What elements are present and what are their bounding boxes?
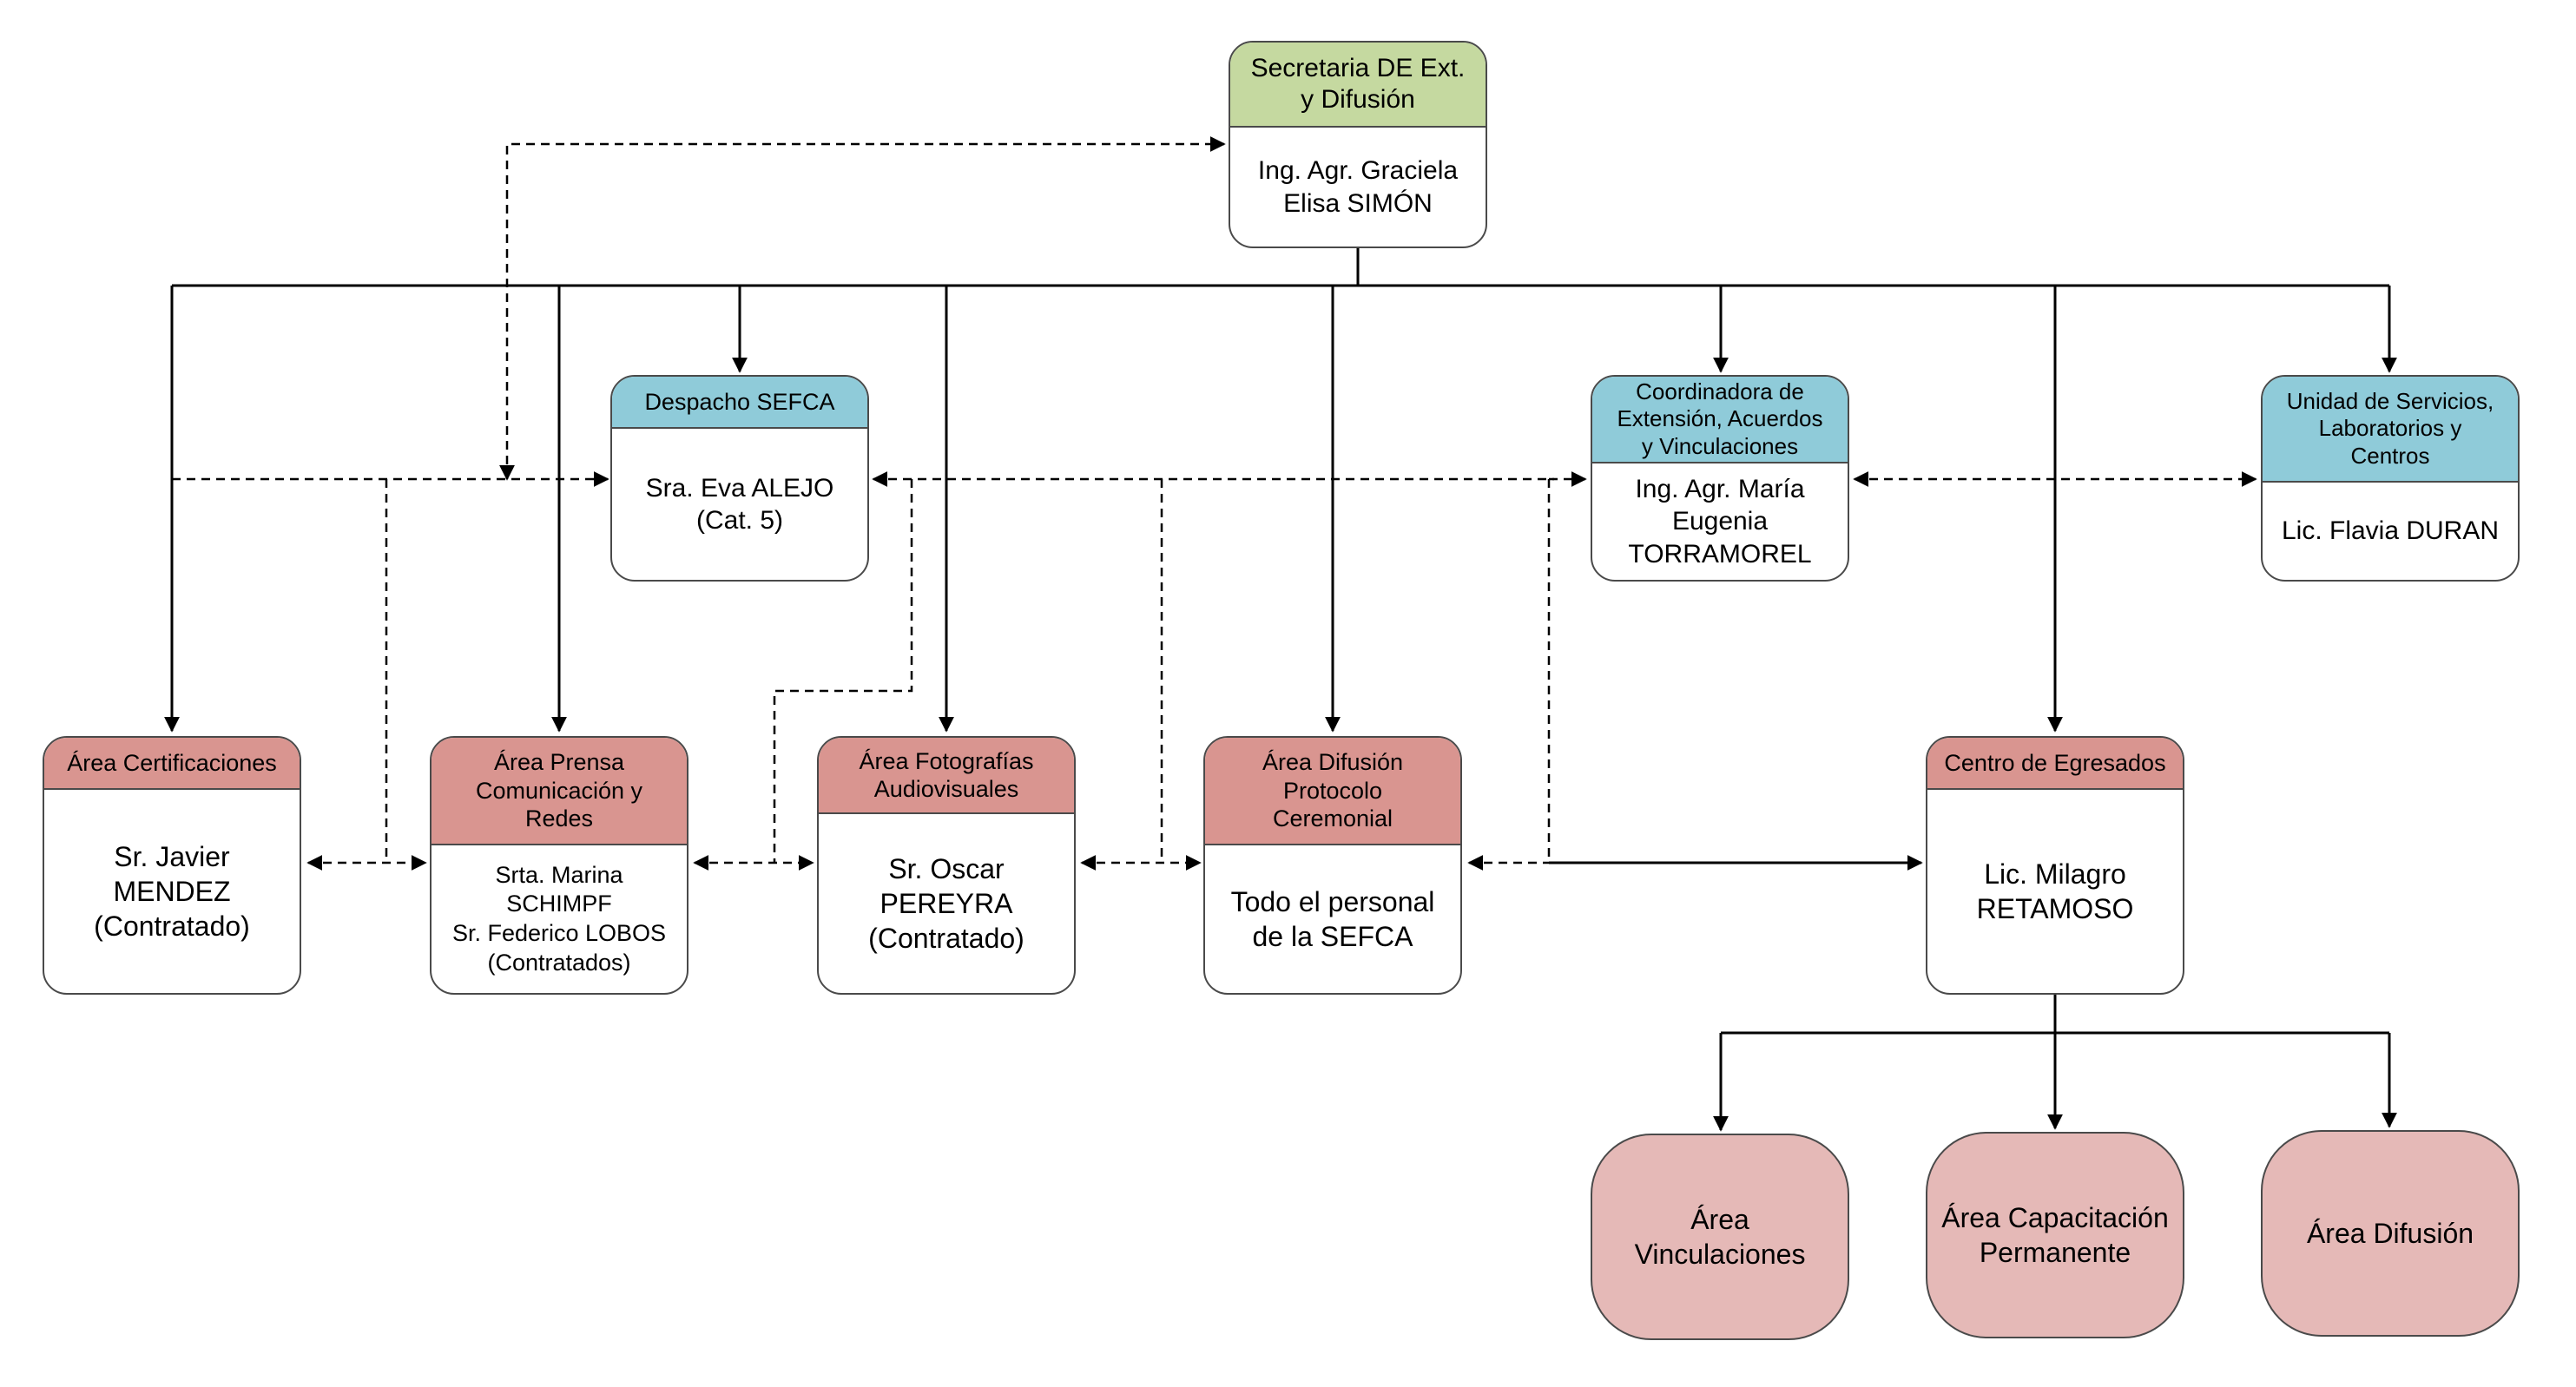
coordinadora-box: Coordinadora de Extensión, Acuerdos y Vi… <box>1591 375 1849 582</box>
area-certificaciones-person: Sr. Javier MENDEZ (Contratado) <box>94 841 250 942</box>
despacho-box: Despacho SEFCA Sra. Eva ALEJO (Cat. 5) <box>610 375 869 582</box>
coordinadora-person: Ing. Agr. María Eugenia TORRAMOREL <box>1628 474 1812 569</box>
hierarchy-lines <box>164 248 2397 1132</box>
area-difusion-protocolo-title: Área Difusión Protocolo Ceremonial <box>1205 738 1460 845</box>
area-certificaciones-box: Área Certificaciones Sr. Javier MENDEZ (… <box>43 736 301 995</box>
despacho-person: Sra. Eva ALEJO (Cat. 5) <box>645 473 834 536</box>
unidad-servicios-title: Unidad de Servicios, Laboratorios y Cent… <box>2263 377 2518 483</box>
sub-area-difusion: Área Difusión <box>2261 1130 2520 1337</box>
secretaria-person: Ing. Agr. Graciela Elisa SIMÓN <box>1257 156 1459 218</box>
centro-egresados-box: Centro de Egresados Lic. Milagro RETAMOS… <box>1926 736 2184 995</box>
area-difusion-protocolo-person: Todo el personal de la SEFCA <box>1230 886 1435 952</box>
sub-area-capacitacion: Área Capacitación Permanente <box>1926 1132 2184 1338</box>
area-certificaciones-title: Área Certificaciones <box>44 738 300 790</box>
unidad-servicios-person: Lic. Flavia DURAN <box>2281 516 2500 546</box>
despacho-title: Despacho SEFCA <box>612 377 867 429</box>
secretaria-box: Secretaria DE Ext. y Difusión Ing. Agr. … <box>1229 41 1487 248</box>
area-fotografias-title: Área Fotografías Audiovisuales <box>819 738 1074 814</box>
coordination-lines <box>172 136 2257 871</box>
area-fotografias-box: Área Fotografías Audiovisuales Sr. Oscar… <box>817 736 1076 995</box>
secretaria-title: Secretaria DE Ext. y Difusión <box>1230 43 1486 128</box>
area-prensa-title: Área Prensa Comunicación y Redes <box>432 738 687 845</box>
area-prensa-person: Srta. Marina SCHIMPF Sr. Federico LOBOS … <box>451 861 667 976</box>
unidad-servicios-box: Unidad de Servicios, Laboratorios y Cent… <box>2261 375 2520 582</box>
area-fotografias-person: Sr. Oscar PEREYRA (Contratado) <box>868 853 1024 954</box>
area-prensa-box: Área Prensa Comunicación y Redes Srta. M… <box>430 736 688 995</box>
sub-area-vinculaciones: Área Vinculaciones <box>1591 1134 1849 1340</box>
coordinadora-title: Coordinadora de Extensión, Acuerdos y Vi… <box>1592 377 1848 463</box>
centro-egresados-person: Lic. Milagro RETAMOSO <box>1976 858 2134 924</box>
centro-egresados-title: Centro de Egresados <box>1927 738 2183 790</box>
area-difusion-protocolo-box: Área Difusión Protocolo Ceremonial Todo … <box>1203 736 1462 995</box>
